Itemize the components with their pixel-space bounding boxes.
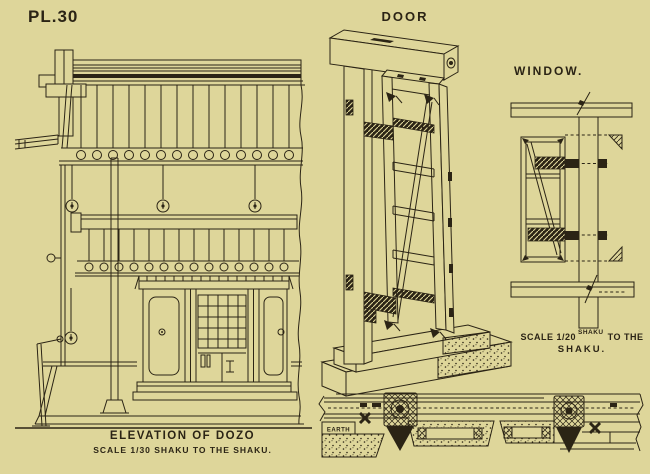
awning-roof (70, 212, 299, 277)
section-posts (383, 392, 585, 428)
roof-tiles (59, 84, 303, 166)
window-label: WINDOW. (514, 64, 584, 78)
window-hinges (527, 156, 609, 242)
entrance-door-assembly (132, 275, 298, 401)
window-detail-drawing (510, 91, 635, 329)
left-eave-wing (14, 134, 59, 150)
upper-wall (46, 165, 262, 366)
window-reference-wedges (565, 134, 623, 262)
door-isometric-drawing (320, 29, 513, 397)
door-label: DOOR (381, 9, 429, 24)
window-scale-middle: TO THE (607, 332, 644, 342)
break-line (297, 60, 303, 425)
window-shutter-frame (520, 136, 566, 263)
window-scale-superscript: SHAKU (578, 329, 604, 336)
elevation-caption-block: ELEVATION OF DOZO SCALE 1/30 SHAKU TO TH… (70, 430, 295, 455)
elevation-caption: ELEVATION OF DOZO (109, 430, 256, 442)
earth-label: EARTH (327, 428, 350, 434)
section-anchors (358, 411, 602, 453)
drainpipe (100, 157, 129, 414)
door-post (343, 65, 373, 365)
door-frame (381, 69, 455, 334)
plate-number: PL.30 (28, 7, 79, 26)
corner-pegs (384, 92, 447, 340)
door-hinges (363, 121, 397, 324)
elevation-scale-note: SCALE 1/30 SHAKU TO THE SHAKU. (93, 445, 272, 455)
section-earth-fill: EARTH (321, 420, 555, 458)
dozo-elevation-drawing (14, 49, 312, 429)
sill-section-drawing: EARTH (318, 392, 644, 458)
window-scale-line2: SHAKU. (557, 344, 607, 355)
window-rails (510, 91, 635, 304)
leaning-pole (32, 335, 64, 427)
door-lintel-beam (328, 29, 460, 81)
window-scale-prefix: SCALE 1/20 (520, 332, 577, 342)
roof-ridge (38, 49, 305, 137)
plinth-and-ground (15, 361, 312, 429)
